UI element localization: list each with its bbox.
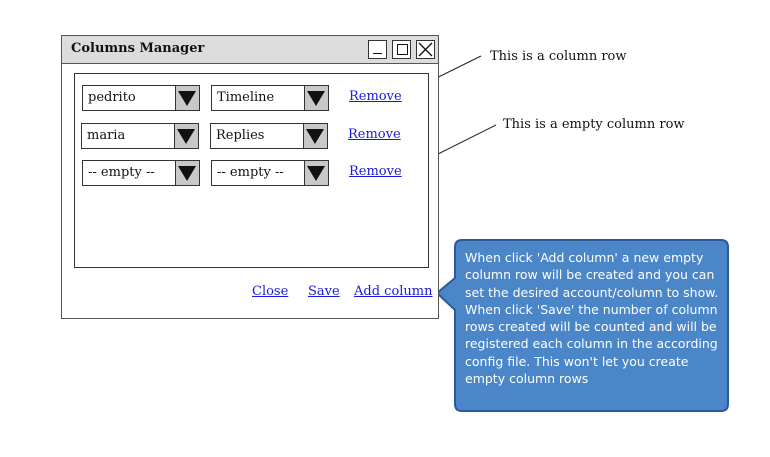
account-select-row-2[interactable]: maria [81, 123, 199, 149]
account-select-row-3[interactable]: -- empty -- [82, 160, 200, 186]
column-value: -- empty -- [217, 165, 284, 180]
columns-manager-window: Columns Manager pedrito Timeline Remove … [61, 35, 439, 319]
window-titlebar: Columns Manager [62, 36, 438, 64]
maximize-icon [397, 44, 408, 55]
column-value: Timeline [217, 90, 275, 105]
close-window-button[interactable] [416, 40, 435, 59]
empty-row-note: This is a empty column row [503, 117, 685, 132]
dropdown-arrow-icon[interactable] [304, 161, 328, 185]
dropdown-arrow-icon[interactable] [174, 124, 198, 148]
account-value: maria [87, 128, 126, 143]
callout-text: When click 'Add column' a new empty colu… [465, 250, 719, 387]
account-value: -- empty -- [88, 165, 155, 180]
maximize-button[interactable] [392, 40, 411, 59]
column-select-row-3[interactable]: -- empty -- [211, 160, 329, 186]
remove-link-row-1[interactable]: Remove [349, 89, 402, 104]
column-select-row-2[interactable]: Replies [210, 123, 328, 149]
dropdown-arrow-icon[interactable] [175, 161, 199, 185]
dropdown-arrow-icon[interactable] [175, 86, 199, 110]
remove-link-row-2[interactable]: Remove [348, 127, 401, 142]
column-rows-panel: pedrito Timeline Remove maria Replies Re… [74, 73, 429, 268]
close-icon [418, 42, 433, 57]
dropdown-arrow-icon[interactable] [303, 124, 327, 148]
callout-bubble [435, 239, 729, 412]
close-link[interactable]: Close [252, 284, 289, 299]
column-row-note: This is a column row [490, 49, 627, 64]
column-select-row-1[interactable]: Timeline [211, 85, 329, 111]
account-value: pedrito [88, 90, 136, 105]
window-title: Columns Manager [71, 41, 205, 56]
save-link[interactable]: Save [308, 284, 340, 299]
dropdown-arrow-icon[interactable] [304, 86, 328, 110]
remove-link-row-3[interactable]: Remove [349, 164, 402, 179]
account-select-row-1[interactable]: pedrito [82, 85, 200, 111]
add-column-link[interactable]: Add column [354, 284, 433, 299]
minimize-button[interactable] [368, 40, 387, 59]
minimize-icon [373, 53, 382, 54]
column-value: Replies [216, 128, 265, 143]
